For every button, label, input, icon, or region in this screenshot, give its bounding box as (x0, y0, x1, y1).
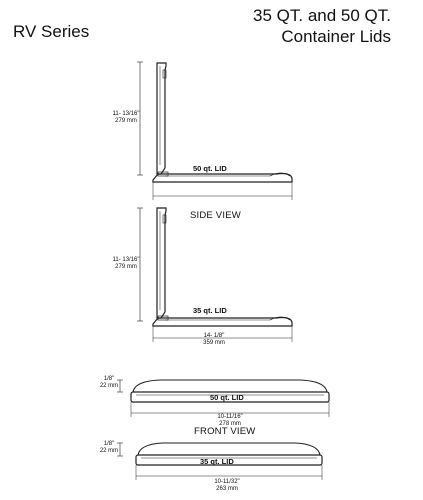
side-35-width-mm: 359 mm (203, 340, 225, 346)
front-35-width-label: 10-11/32" 263 mm (209, 479, 245, 493)
front-35-width-mm: 263 mm (216, 486, 238, 492)
series-title: RV Series (13, 22, 90, 41)
side-50-height-mm: 279 mm (115, 118, 137, 124)
front-35-height-mm: 22 mm (99, 448, 119, 454)
front-50-height-label: 1/8" 22 mm (99, 376, 119, 390)
side-35-height-in: 11- 13/16" (112, 257, 140, 263)
side-35-width-in: 14- 1/8" (203, 333, 225, 339)
front-view-label: FRONT VIEW (194, 426, 256, 437)
side-50-height-label: 11- 13/16" 279 mm (112, 111, 140, 125)
side-50-height-in: 11- 13/16" (112, 111, 140, 117)
front-view-35qt-drawing (117, 442, 323, 480)
side-35-lid-label: 35 qt. LID (193, 306, 227, 315)
side-50-lid-label: 50 qt. LID (193, 164, 227, 173)
front-view-50qt-drawing (117, 379, 330, 417)
front-50-height-mm: 22 mm (99, 383, 119, 389)
product-title-line1: 35 QT. and 50 QT. (253, 6, 391, 25)
product-title-line2: Container Lids (281, 27, 391, 46)
front-50-lid-label: 50 qt. LID (210, 393, 244, 402)
side-35-height-label: 11- 13/16" 279 mm (112, 257, 140, 271)
side-view-50qt-drawing (137, 61, 293, 200)
front-50-width-in: 10-11/16" (217, 414, 243, 420)
front-50-width-label: 10-11/16" 278 mm (212, 414, 248, 428)
side-view-label: SIDE VIEW (190, 210, 241, 221)
front-35-lid-label: 35 qt. LID (200, 457, 234, 466)
side-view-35qt-drawing (137, 207, 293, 342)
front-50-height-in: 1/8" (103, 376, 115, 382)
front-35-width-in: 10-11/32" (214, 479, 240, 485)
front-50-width-mm: 278 mm (219, 421, 241, 427)
side-35-height-mm: 279 mm (115, 264, 137, 270)
side-35-width-label: 14- 1/8" 359 mm (199, 333, 229, 347)
front-35-height-in: 1/8" (103, 441, 115, 447)
front-35-height-label: 1/8" 22 mm (99, 441, 119, 455)
